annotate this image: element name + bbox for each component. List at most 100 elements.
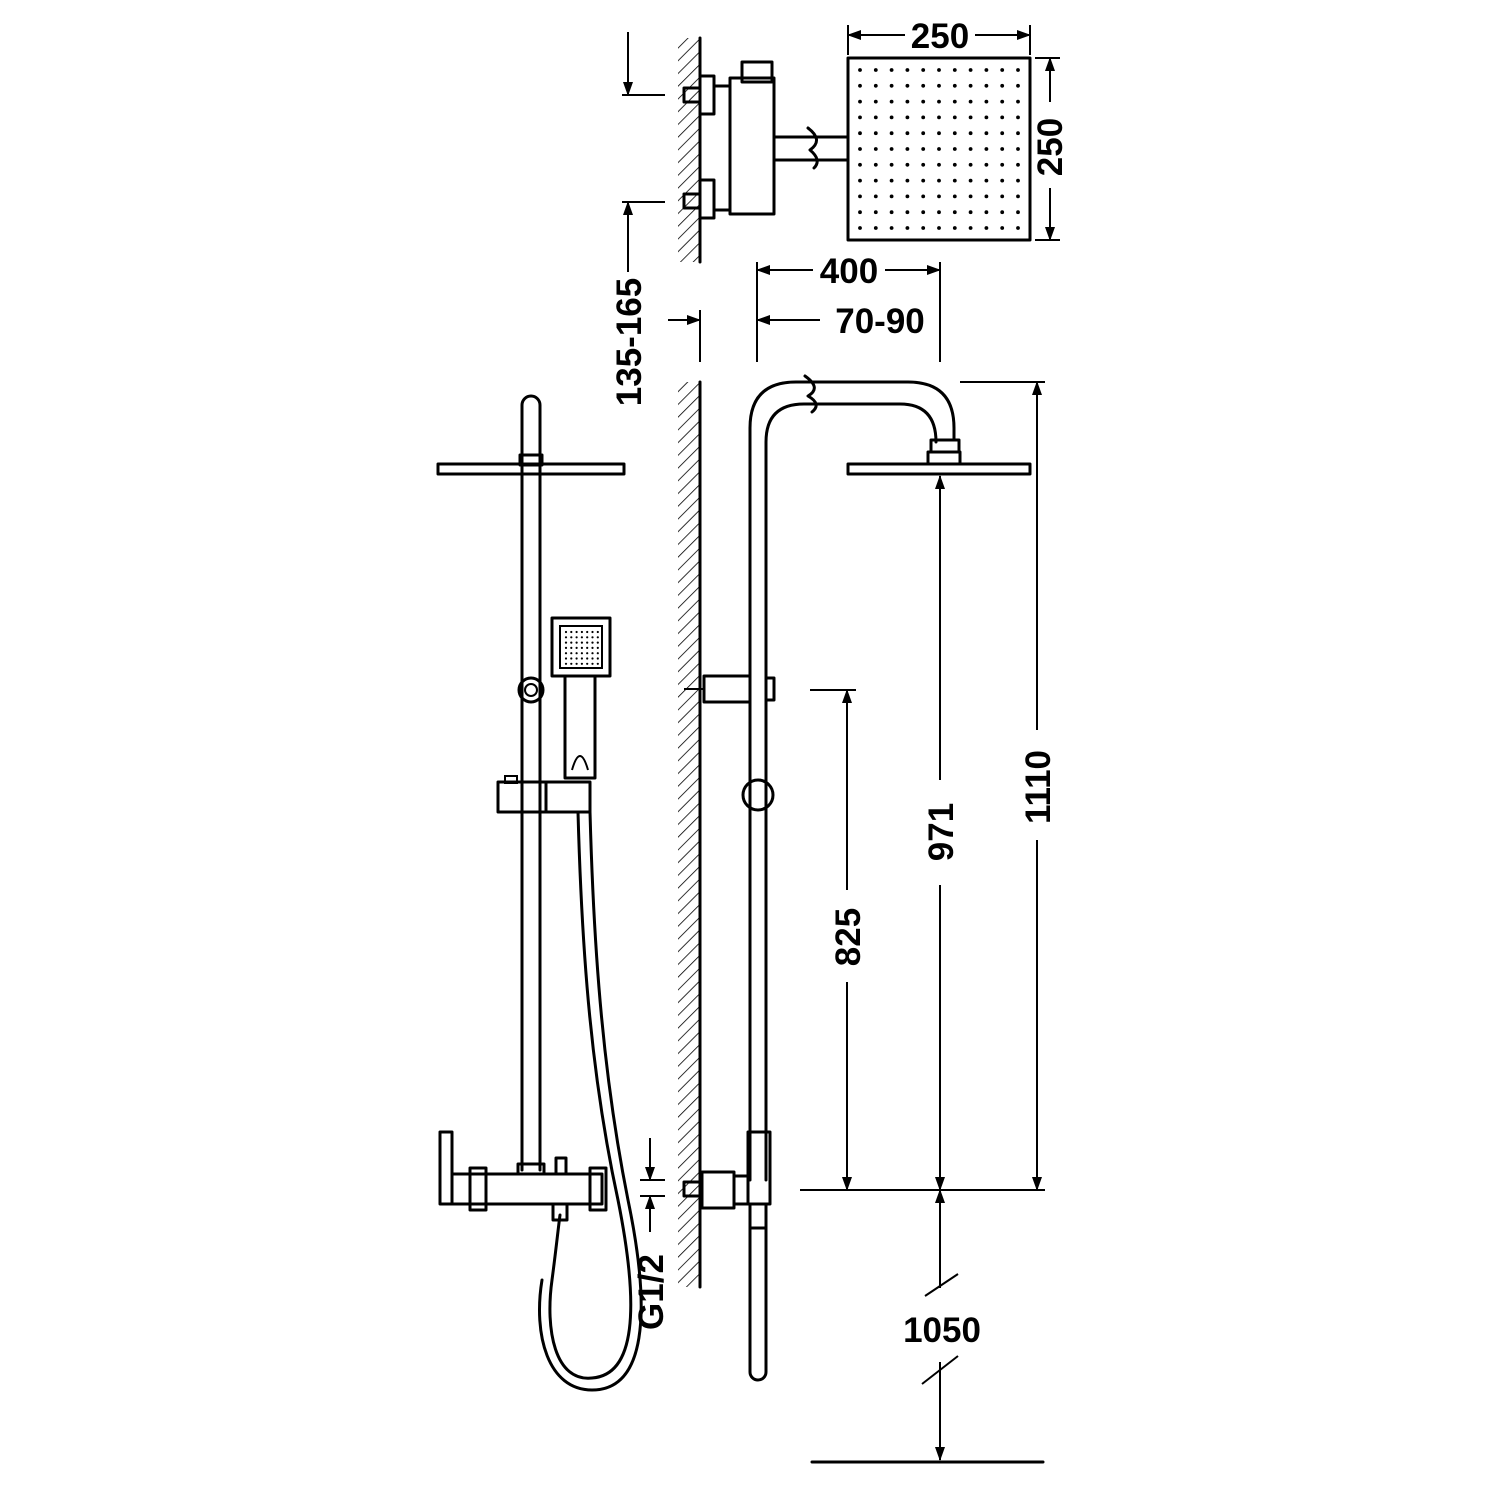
nozzle-dot xyxy=(889,99,894,104)
nozzle-dot xyxy=(905,178,910,183)
mixer-inlet-left xyxy=(468,1166,488,1212)
hose-side xyxy=(748,1226,768,1382)
nozzle-dot xyxy=(1000,131,1005,136)
hand-nozzle-dot xyxy=(596,646,599,650)
side-view: 825 971 1110 1050 xyxy=(678,374,1058,1464)
nozzle-dot xyxy=(873,210,878,215)
nozzle-dot xyxy=(968,131,973,136)
hand-nozzle-dot xyxy=(591,630,594,634)
shower-head-nozzles xyxy=(858,68,1020,230)
hand-nozzle-dot xyxy=(564,636,568,639)
hand-nozzle-dot xyxy=(570,630,573,634)
nozzle-dot xyxy=(921,131,926,136)
nozzle-dot xyxy=(858,194,862,199)
hand-nozzle-dot xyxy=(564,641,568,644)
nozzle-dot xyxy=(937,131,941,136)
nozzle-dot xyxy=(858,178,862,183)
wall-hatch-top xyxy=(678,38,700,262)
slider-knob xyxy=(741,778,775,812)
hand-nozzle-dot xyxy=(570,641,573,644)
hand-nozzle-dot xyxy=(596,652,599,655)
hand-nozzle-dot xyxy=(580,630,584,634)
hand-nozzle-dot xyxy=(575,657,578,660)
nozzle-dot xyxy=(984,162,989,167)
nozzle-dot xyxy=(984,131,989,136)
hand-nozzle-dot xyxy=(596,630,599,634)
nozzle-dot xyxy=(873,178,878,183)
nozzle-dot xyxy=(1000,226,1005,230)
hand-nozzle-dot xyxy=(596,641,599,644)
nozzle-dot xyxy=(905,226,910,230)
wall-hatch-side xyxy=(678,382,700,1287)
nozzle-dot xyxy=(1016,194,1020,199)
nozzle-dot xyxy=(984,210,989,215)
riser-top-cap xyxy=(520,394,542,457)
hand-nozzle-dot xyxy=(591,646,594,650)
nozzle-dot xyxy=(873,83,878,88)
nozzle-dot xyxy=(889,68,894,72)
nozzle-dot xyxy=(937,115,941,120)
nozzle-dot xyxy=(968,99,973,104)
thermostat-knob xyxy=(740,60,774,84)
nozzle-dot xyxy=(952,131,957,136)
nozzle-dot xyxy=(937,178,941,183)
nozzle-dot xyxy=(889,210,894,215)
nozzle-dot xyxy=(937,226,941,230)
hand-nozzle-dot xyxy=(564,662,568,665)
hand-nozzle-dot xyxy=(596,657,599,660)
hand-nozzle-dot xyxy=(570,652,573,655)
hand-nozzle-dot xyxy=(564,657,568,660)
nozzle-dot xyxy=(889,115,894,120)
dim-break-bottom xyxy=(921,1355,959,1385)
nozzle-dot xyxy=(1000,178,1005,183)
dim-connection-thread: G1/2 xyxy=(632,1254,671,1330)
hand-shower-handle xyxy=(563,674,597,780)
mixer-bar-joint xyxy=(516,1162,546,1176)
nozzle-dot xyxy=(1016,210,1020,215)
dim-inlet-spacing: 135-165 xyxy=(610,278,649,406)
nozzle-dot xyxy=(905,147,910,151)
mixer-side-outlet xyxy=(748,1202,768,1230)
nozzle-dot xyxy=(921,162,926,167)
nozzle-dot xyxy=(858,131,862,136)
break-symbol-side xyxy=(803,374,818,414)
nozzle-dot xyxy=(905,162,910,167)
nozzle-dot xyxy=(937,99,941,104)
nozzle-dot xyxy=(889,226,894,230)
hand-nozzle-dot xyxy=(575,636,578,639)
bar-ring xyxy=(517,676,545,704)
hand-nozzle-dot xyxy=(591,636,594,639)
hand-nozzle-dot xyxy=(596,662,599,665)
eccentric-top xyxy=(682,86,702,104)
hand-nozzle-dot xyxy=(586,646,589,650)
nozzle-dot xyxy=(968,194,973,199)
hand-nozzle-dot xyxy=(586,636,589,639)
nozzle-dot xyxy=(952,68,957,72)
hand-nozzle-dot xyxy=(580,636,584,639)
nozzle-dot xyxy=(921,210,926,215)
nozzle-dot xyxy=(968,68,973,72)
nozzle-dot xyxy=(1000,68,1005,72)
nozzle-dot xyxy=(921,68,926,72)
nozzle-dot xyxy=(873,99,878,104)
nozzle-dot xyxy=(937,68,941,72)
nozzle-dot xyxy=(968,83,973,88)
hand-nozzle-dot xyxy=(575,652,578,655)
nozzle-dot xyxy=(984,147,989,151)
mixer-handle xyxy=(438,1130,454,1206)
hand-nozzle-dot xyxy=(575,641,578,644)
nozzle-dot xyxy=(873,162,878,167)
nozzle-dot xyxy=(1000,115,1005,120)
thermostat-body xyxy=(728,76,776,216)
hand-nozzle-dot xyxy=(586,657,589,660)
nozzle-dot xyxy=(1016,226,1020,230)
nozzle-dot xyxy=(968,210,973,215)
nozzle-dot xyxy=(1016,99,1020,104)
mixer-side-eccentric xyxy=(682,1180,704,1198)
nozzle-dot xyxy=(889,194,894,199)
head-connector-side xyxy=(926,450,962,466)
nozzle-dot xyxy=(1016,131,1020,136)
nozzle-dot xyxy=(858,147,862,151)
hand-nozzle-dot xyxy=(575,662,578,665)
